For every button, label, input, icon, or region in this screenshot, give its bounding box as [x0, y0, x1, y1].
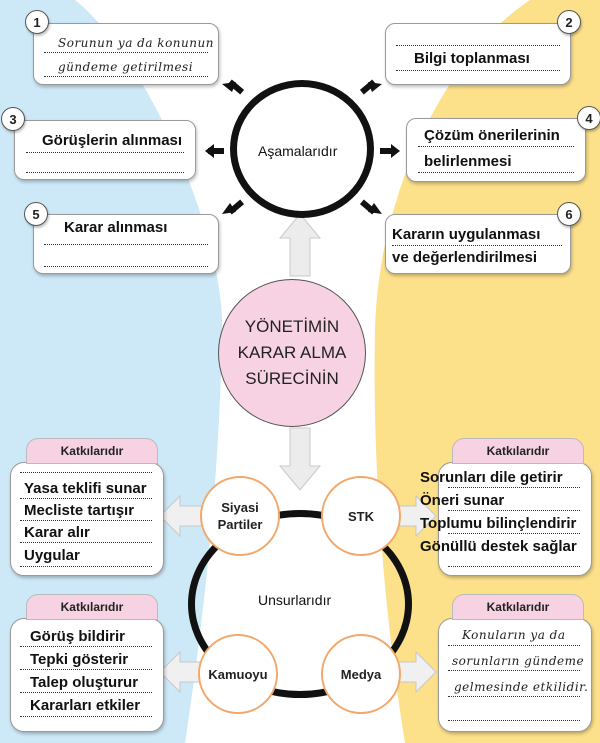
node-stk: STK — [321, 476, 401, 556]
stk-item-2: Öneri sunar — [420, 492, 505, 509]
kamuoyu-item-2: Tepki gösterir — [30, 651, 129, 668]
stage-6-text-line1: Kararın uygulanması — [392, 226, 541, 243]
siyasi-item-1: Yasa teklifi sunar — [24, 480, 147, 497]
stage-number-3: 3 — [1, 107, 25, 131]
stk-item-4: Gönüllü destek sağlar — [420, 538, 577, 555]
stage-number-5: 5 — [24, 202, 48, 226]
stage-box-4 — [406, 118, 586, 182]
siyasi-item-3: Karar alır — [24, 524, 90, 541]
medya-item-1: Konuların ya da — [462, 628, 566, 642]
stage-4-text-line2: belirlenmesi — [424, 153, 512, 170]
node-stk-label: STK — [348, 508, 374, 524]
stages-ring — [230, 80, 374, 218]
contribution-box-stk — [438, 462, 592, 576]
stage-box-6 — [385, 214, 571, 274]
contribution-tab-medya: Katkılarıdır — [452, 594, 584, 620]
kamuoyu-item-1: Görüş bildirir — [30, 628, 126, 645]
stage-box-1 — [33, 23, 219, 85]
stage-box-2 — [385, 23, 571, 85]
stage-number-2: 2 — [557, 10, 581, 34]
title-line-3: SÜRECİNİN — [245, 369, 339, 388]
stk-item-1: Sorunları dile getirir — [420, 469, 563, 486]
siyasi-item-2: Mecliste tartışır — [24, 502, 135, 519]
stage-6-text-line2: ve değerlendirilmesi — [392, 249, 538, 266]
node-medya: Medya — [321, 634, 401, 714]
node-siyasi-partiler: Siyasi Partiler — [200, 476, 280, 556]
title-line-1: YÖNETİMİN — [244, 317, 340, 336]
stages-label: Aşamalarıdır — [258, 143, 338, 159]
stage-3-text: Görüşlerin alınması — [42, 132, 183, 149]
stage-1-text-line1: Sorunun ya da konunun — [58, 36, 214, 50]
stage-box-3 — [14, 120, 196, 180]
contribution-tab-siyasi: Katkılarıdır — [26, 438, 158, 464]
stage-number-4: 4 — [577, 106, 600, 130]
stage-5-text: Karar alınması — [64, 219, 168, 236]
node-medya-label: Medya — [340, 666, 382, 682]
node-kamuoyu: Kamuoyu — [198, 634, 278, 714]
node-partiler-label: Partiler — [217, 517, 263, 532]
decision-process-title: YÖNETİMİN KARAR ALMA SÜRECİNİN — [218, 279, 366, 427]
stage-number-1: 1 — [25, 10, 49, 34]
medya-item-3: gelmesinde etkilidir. — [454, 680, 589, 694]
contribution-tab-stk: Katkılarıdır — [452, 438, 584, 464]
kamuoyu-item-3: Talep oluşturur — [30, 674, 139, 691]
elements-label: Unsurlarıdır — [258, 592, 332, 608]
stage-4-text-line1: Çözüm önerilerinin — [424, 127, 560, 144]
node-siyasi-label: Siyasi — [221, 500, 259, 515]
siyasi-item-4: Uygular — [24, 547, 80, 564]
stage-1-text-line2: gündeme getirilmesi — [58, 60, 194, 74]
kamuoyu-item-4: Kararları etkiler — [30, 697, 141, 714]
contribution-box-medya — [438, 618, 592, 732]
stage-number-6: 6 — [557, 202, 581, 226]
contribution-box-siyasi — [10, 462, 164, 576]
contribution-tab-kamuoyu: Katkılarıdır — [26, 594, 158, 620]
stage-2-text: Bilgi toplanması — [414, 50, 530, 67]
node-kamuoyu-label: Kamuoyu — [208, 666, 268, 682]
stk-item-3: Toplumu bilinçlendirir — [420, 515, 577, 532]
elements-ring — [188, 510, 412, 698]
title-line-2: KARAR ALMA — [237, 343, 347, 362]
medya-item-2: sorunların gündeme — [452, 654, 585, 668]
contribution-box-kamuoyu — [10, 618, 164, 732]
